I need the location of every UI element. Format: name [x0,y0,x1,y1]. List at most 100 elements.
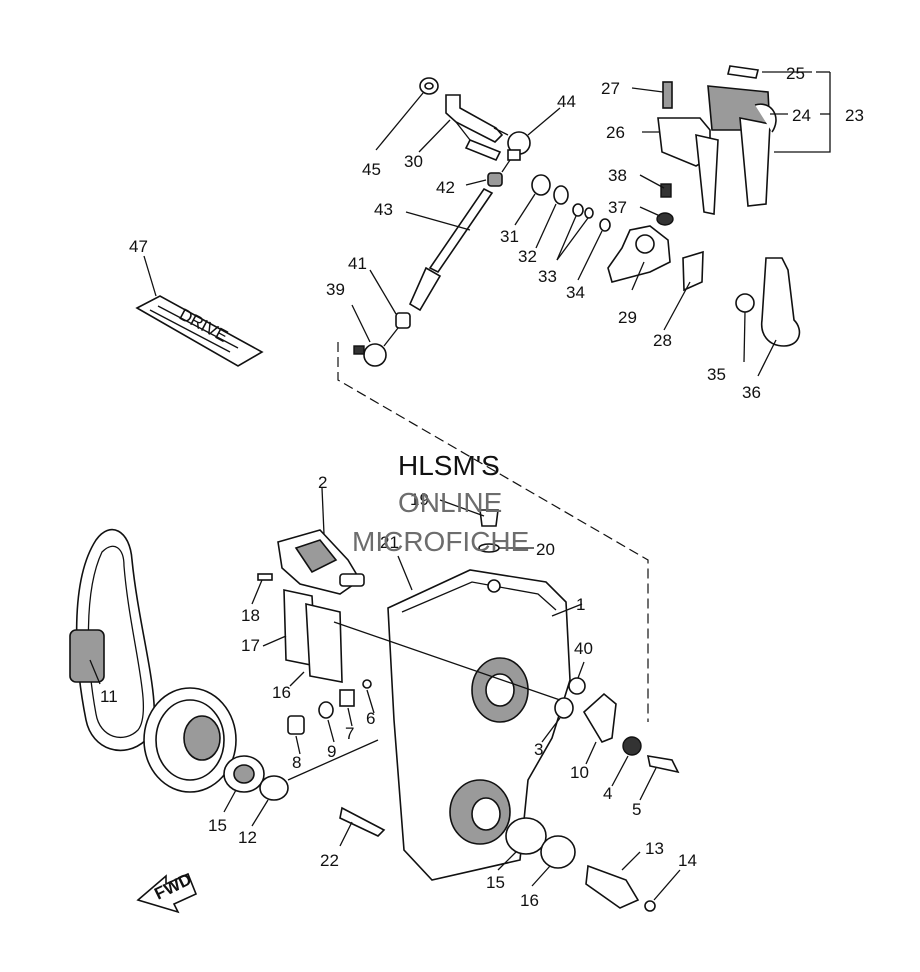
callout-17: 16 [272,683,291,702]
callout-26: 25 [786,64,805,83]
part-12-spacer [259,775,289,801]
callout-2: 2 [318,473,327,492]
part-38-washer [656,212,674,226]
callout-45: 44 [557,92,576,111]
callout-8: 8 [292,753,301,772]
assembly-dashed-line [337,342,649,722]
watermark-line-1: HLSM'S [398,450,500,481]
part-36-nut [735,293,755,313]
part-39-bolt [660,183,672,198]
callout-29: 28 [653,331,672,350]
part-44-rod [408,187,494,312]
callout-4: 4 [603,784,612,803]
part-43-nut [487,172,503,187]
callout-31: 30 [404,152,423,171]
callout-1: 1 [576,595,585,614]
part-10-lever [582,692,617,743]
part-35-ring [599,218,611,232]
part-31-bracket [445,94,504,162]
callout-34: 33 [538,267,557,286]
part-11-chain [69,528,156,752]
part-46-cap [419,77,439,95]
callout-7: 7 [345,724,354,743]
callout-13: 13 [645,839,664,858]
callout-22: 21 [380,533,399,552]
part-27-lever-base [657,117,719,215]
part-25-handle [707,85,777,207]
callout-39: 38 [608,166,627,185]
callout-37: 36 [742,383,761,402]
part-2-shift-assembly [277,529,365,595]
callout-16: 16 [520,891,539,910]
callout-33: 32 [518,247,537,266]
part-26-pad [727,65,759,79]
callout-43: 42 [436,178,455,197]
part-34-ring-b [584,207,594,219]
callout-23: 22 [320,851,339,870]
callout-40: 39 [326,280,345,299]
callout-20: 19 [410,490,429,509]
callout-36: 35 [707,365,726,384]
part-17-plate [305,602,343,683]
part-28-bolt [662,81,673,109]
callout-6: 6 [366,709,375,728]
callout-3: 3 [534,740,543,759]
callout-32: 31 [500,227,519,246]
part-3-bushing [554,697,574,719]
part-15-bearing-lower [505,817,547,855]
callout-18: 17 [241,636,260,655]
part-sprocket [143,687,237,793]
part-33-washer [553,185,569,205]
fwd-direction-arrow: FWD [136,870,198,914]
part-30-bracket [607,225,671,283]
part-16-seal [540,835,576,869]
callout-25: 24 [792,106,811,125]
callout-30: 29 [618,308,637,327]
callout-44: 43 [374,200,393,219]
callout-46: 45 [362,160,381,179]
callout-24: 23 [845,106,864,125]
part-20-plug [479,509,499,527]
callout-11: 11 [100,687,118,706]
callout-35: 34 [566,283,585,302]
leader-lines [89,71,831,901]
callout-47: 47 [129,237,148,256]
callout-15: 15 [208,816,227,835]
part-8-plug [287,715,305,735]
part-34-ring-a [572,203,584,217]
part-37-cover [760,257,801,347]
callout-28: 27 [601,79,620,98]
part-41-nut [568,677,586,695]
callout-5: 5 [632,800,641,819]
callout-21: 20 [536,540,555,559]
part-23-bolt [339,806,386,837]
callout-12: 12 [238,828,257,847]
callout-27: 26 [606,123,625,142]
part-13-shaft [585,864,640,909]
part-32-bushing [531,174,551,196]
callout-19: 18 [241,606,260,625]
part-15-bearing [223,755,265,793]
part-47-decal: DRIVE [135,295,264,367]
part-7-spring [339,689,355,707]
callout-38: 37 [608,198,627,217]
part-42-collar [395,312,411,329]
part-45-ball-joint [493,127,531,173]
part-4-washer [622,736,642,756]
watermark-line-2: ONLINE [398,487,503,518]
part-19-bolt [257,573,273,581]
part-14-oring [644,900,656,912]
part-6-ball [362,679,372,689]
part-29-plate [682,250,704,292]
callout-numbers: 45 30 44 42 43 41 39 31 32 33 34 27 26 2… [100,64,864,910]
part-9-washer [318,701,334,719]
part-5-bolt [646,755,680,774]
part-40-ball-joint [353,327,399,367]
callout-10: 10 [570,763,589,782]
callout-14: 14 [678,851,697,870]
watermark-line-3: MICROFICHE [352,526,530,557]
callout-15b: 15 [486,873,505,892]
callout-42: 41 [348,254,367,273]
